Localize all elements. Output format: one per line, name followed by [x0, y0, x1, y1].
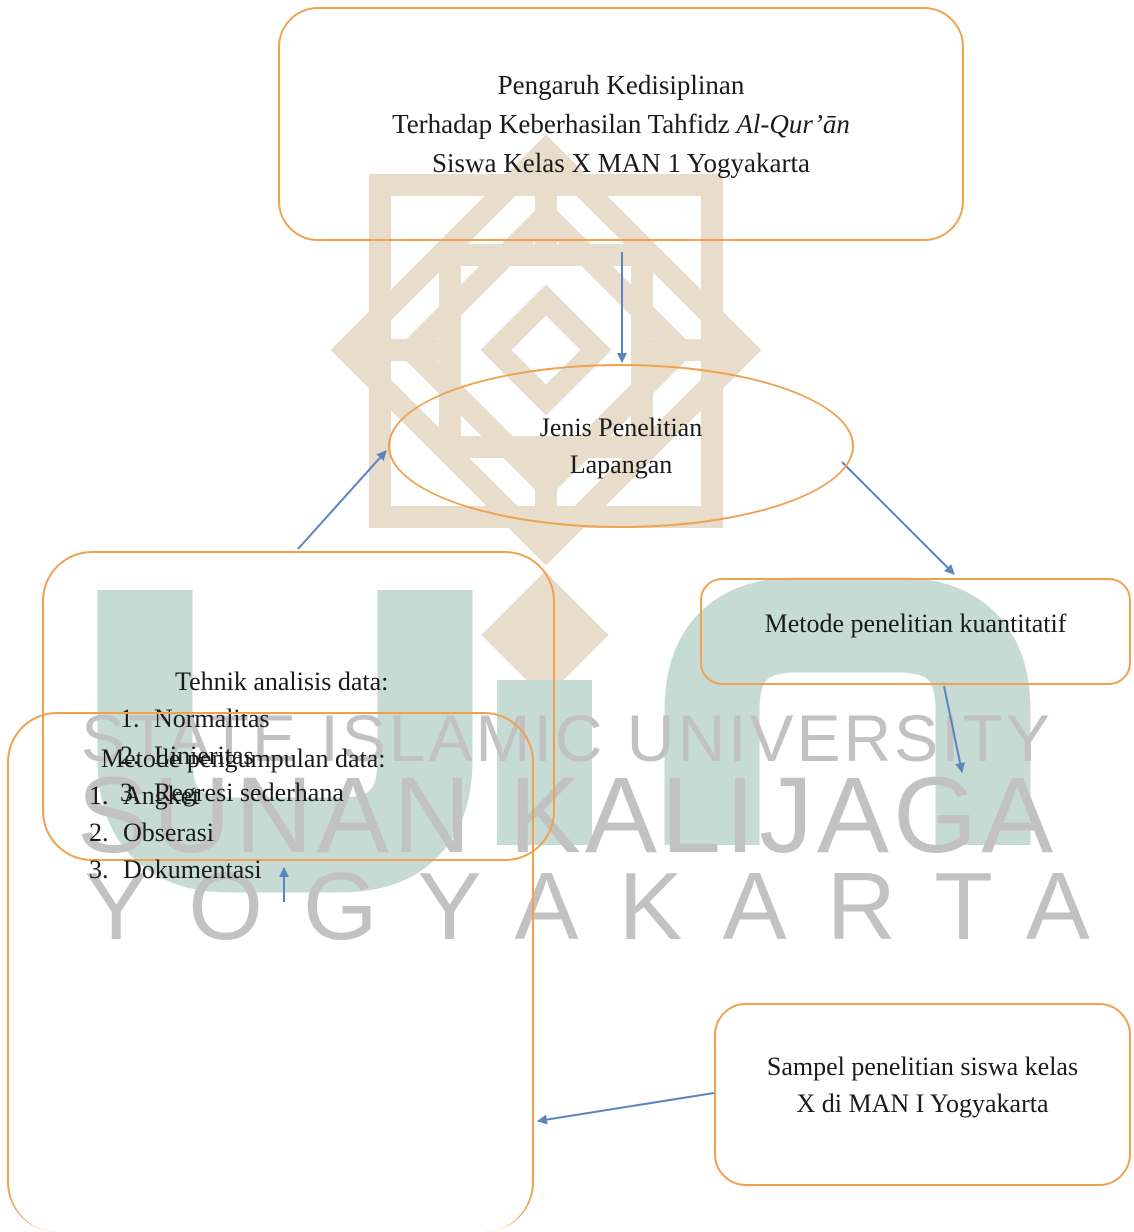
- research-type-line-1: Jenis Penelitian: [539, 413, 703, 442]
- list-item: 2.Linieritas: [120, 741, 254, 770]
- arrow-method-to-sample: [943, 685, 966, 773]
- list-item: 3.Dokumentasi: [89, 855, 262, 884]
- collection-list: 1.Angket 2.Obserasi 3.Dokumentasi: [89, 777, 532, 888]
- topic-box: Pengaruh Kedisiplinan Terhadap Keberhasi…: [278, 7, 964, 241]
- arrow-analysis-to-type: [297, 450, 387, 550]
- sample-text: Sampel penelitian siswa kelas X di MAN I…: [766, 1051, 1079, 1118]
- arrow-type-to-method: [841, 461, 955, 575]
- analysis-list: 1.Normalitas 2.Linieritas 3.Regresi sede…: [120, 700, 553, 811]
- list-item: 3.Regresi sederhana: [120, 778, 344, 807]
- topic-line-2-text: Terhadap Keberhasilan Tahfidz: [392, 108, 737, 139]
- analysis-title: Tehnik analisis data:: [175, 667, 389, 696]
- collection-box: Metode pengumpulan data: 1.Angket 2.Obse…: [7, 712, 534, 1232]
- sample-box: Sampel penelitian siswa kelas X di MAN I…: [714, 1003, 1131, 1186]
- logo-u-shape: [97, 590, 473, 893]
- topic-line-2: Terhadap Keberhasilan Tahfidz Al-Qur’ān: [392, 105, 850, 144]
- topic-line-2-italic: Al-Qur’ān: [736, 108, 850, 139]
- research-type-ellipse: Jenis Penelitian Lapangan: [388, 364, 854, 528]
- arrow-sample-to-collection: [537, 1092, 715, 1125]
- method-box: Metode penelitian kuantitatif: [700, 578, 1131, 685]
- list-item: 2.Obserasi: [89, 818, 214, 847]
- list-item: 1.Angket: [89, 781, 200, 810]
- method-text: Metode penelitian kuantitatif: [764, 609, 1067, 638]
- pattern-cross: [346, 150, 746, 550]
- collection-title: Metode pengumpulan data:: [101, 744, 386, 773]
- list-item: 1.Normalitas: [120, 704, 270, 733]
- topic-line-1: Pengaruh Kedisiplinan: [497, 69, 745, 100]
- topic-line-3: Siswa Kelas X MAN 1 Yogyakarta: [432, 147, 810, 178]
- watermark-city-text: YOGYAKARTA: [84, 853, 1130, 960]
- analysis-box: Tehnik analisis data: 1.Normalitas 2.Lin…: [42, 551, 555, 861]
- research-type-line-2: Lapangan: [569, 450, 673, 479]
- watermark-name-text: SUNAN KALIJAGA: [76, 754, 1058, 875]
